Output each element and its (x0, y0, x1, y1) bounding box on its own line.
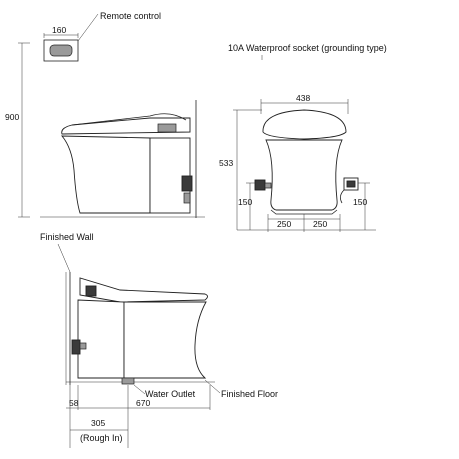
dim-height-front: 533 (219, 158, 233, 168)
dim-socket-left-height: 150 (238, 197, 252, 207)
waterproof-socket-icon (340, 177, 359, 204)
side-view-bottom: Finished Wall Water Outlet Finished Floo… (40, 232, 278, 448)
front-view: 438 533 10A Waterproof socket (grounding… (219, 43, 387, 232)
dim-socket-right-height: 150 (353, 197, 367, 207)
dim-rough-in: 305 (91, 418, 105, 428)
dim-half-width-right: 250 (313, 219, 327, 229)
water-outlet-label: Water Outlet (145, 389, 196, 399)
remote-control-label: Remote control (100, 11, 161, 21)
dim-half-width-left: 250 (277, 219, 291, 229)
dim-width-front: 438 (296, 93, 310, 103)
toilet-front-body (262, 109, 347, 215)
toilet-side-body (61, 113, 193, 214)
dim-height-total: 900 (5, 112, 19, 122)
dim-remote-width: 160 (52, 25, 66, 35)
water-inlet-icon (254, 179, 272, 191)
rough-in-label: (Rough In) (80, 433, 123, 443)
wall-leader-line (57, 243, 71, 273)
dim-depth: 670 (136, 398, 150, 408)
dim-wall-offset: 58 (69, 398, 79, 408)
side-view-top: Remote control 160 900 (5, 11, 205, 218)
toilet-bottom-body (71, 277, 208, 385)
socket-label: 10A Waterproof socket (grounding type) (228, 43, 387, 53)
finished-wall-label: Finished Wall (40, 232, 94, 242)
finished-floor-label: Finished Floor (221, 389, 278, 399)
remote-leader-line (77, 13, 99, 42)
remote-control-icon (43, 39, 79, 62)
